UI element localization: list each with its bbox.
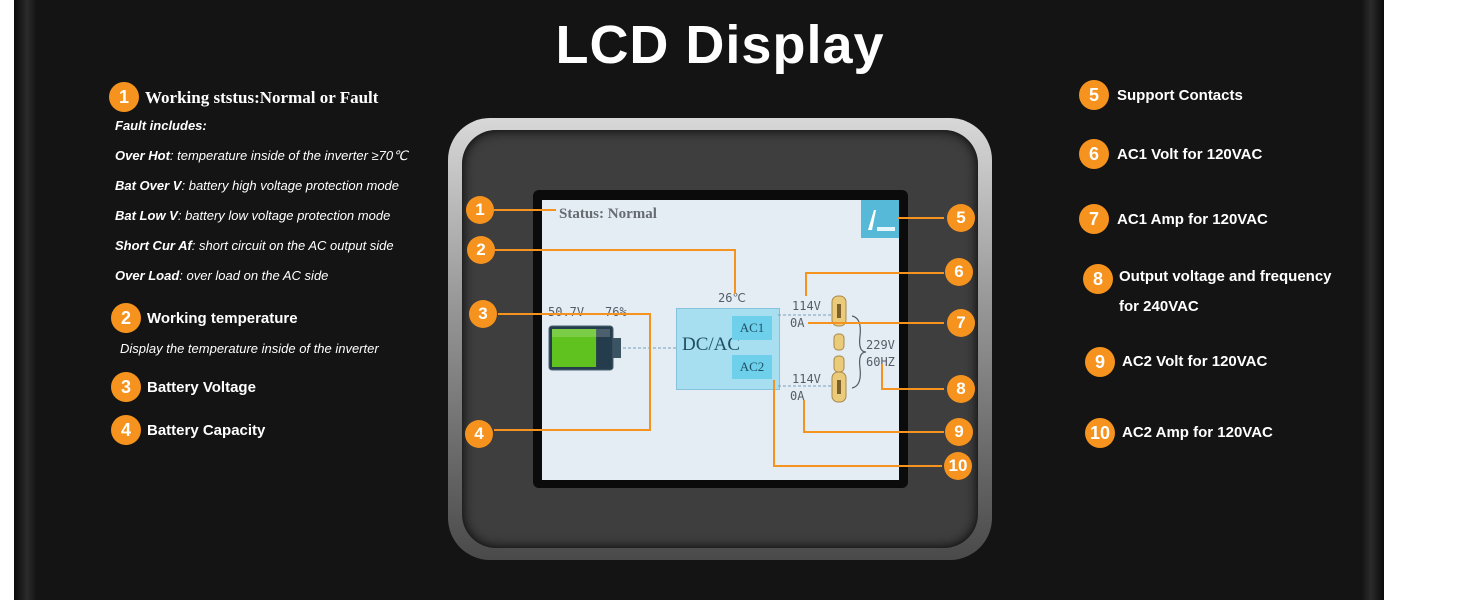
callout-badge-7: 7 [947,309,975,337]
note-badge-7: 7 [1079,204,1109,234]
callout-badge-8: 8 [947,375,975,403]
note-badge-2: 2 [111,303,141,333]
lcd-ac2-amp: 0A [790,389,805,403]
note-badge-5: 5 [1079,80,1109,110]
callout-badge-3: 3 [469,300,497,328]
lcd-ac1-box: AC1 [732,316,772,340]
lcd-output-volt: 229V [866,338,895,352]
lcd-ac2-box: AC2 [732,355,772,379]
note-badge-4: 4 [111,415,141,445]
leader-lines [494,209,944,467]
note-temperature-desc: Display the temperature inside of the in… [120,341,379,356]
lcd-ac1-volt: 114V [792,299,821,313]
note-output-voltage-frequency-line2: for 240VAC [1119,298,1199,315]
note-badge-8: 8 [1083,264,1113,294]
lcd-output-freq: 60HZ [866,355,895,369]
lcd-battery-capacity: 76% [605,305,627,319]
fault-item: Over Hot: temperature inside of the inve… [115,148,408,163]
support-contacts-logo[interactable] [861,200,899,238]
note-ac1-amp: AC1 Amp for 120VAC [1117,211,1268,228]
fault-item: Bat Low V: battery low voltage protectio… [115,208,391,223]
note-working-status: Working ststus:Normal or Fault [145,88,379,107]
note-working-temperature: Working temperature [147,310,298,327]
battery-icon [548,325,621,371]
note-badge-1: 1 [109,82,139,112]
callout-badge-5: 5 [947,204,975,232]
panel-right-edge [1362,0,1384,600]
panel-left-edge [14,0,36,600]
note-ac2-amp: AC2 Amp for 120VAC [1122,424,1273,441]
callout-badge-2: 2 [467,236,495,264]
callout-badge-4: 4 [465,420,493,448]
center-outlet-icon [833,333,845,373]
note-battery-voltage: Battery Voltage [147,379,256,396]
note-badge-9: 9 [1085,347,1115,377]
fault-item: Bat Over V: battery high voltage protect… [115,178,400,193]
page-title: LCD Display [555,15,885,75]
fault-item: Over Load: over load on the AC side [115,268,329,283]
lcd-battery-voltage: 50.7V [548,305,585,319]
lcd-dcac-label: DC/AC [682,334,741,355]
note-support-contacts: Support Contacts [1117,87,1243,104]
lcd-status-text: Status: Normal [559,206,657,222]
ac2-outlet-icon [831,371,847,403]
note-badge-6: 6 [1079,139,1109,169]
callout-badge-9: 9 [945,418,973,446]
lcd-temperature: 26℃ [718,291,746,305]
ac1-outlet-icon [831,295,847,327]
note-ac2-volt: AC2 Volt for 120VAC [1122,353,1268,370]
callout-badge-6: 6 [945,258,973,286]
note-output-voltage-frequency: Output voltage and frequency [1119,268,1332,285]
callout-badge-1: 1 [466,196,494,224]
fault-includes-header: Fault includes: [115,118,207,133]
note-ac1-volt: AC1 Volt for 120VAC [1117,146,1263,163]
lcd-ac1-amp: 0A [790,316,805,330]
callout-badge-10: 10 [944,452,972,480]
note-badge-3: 3 [111,372,141,402]
note-badge-10: 10 [1085,418,1115,448]
note-battery-capacity: Battery Capacity [147,422,266,439]
fault-item: Short Cur Af: short circuit on the AC ou… [115,238,394,253]
lcd-ac2-volt: 114V [792,372,821,386]
logo-mark-icon [868,210,876,230]
